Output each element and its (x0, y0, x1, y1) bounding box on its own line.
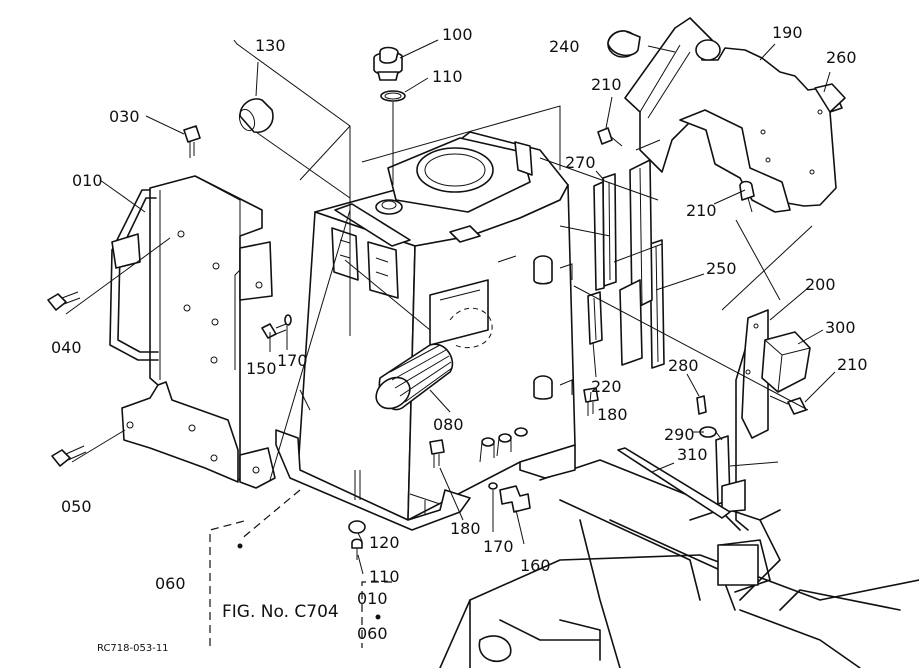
label-180-lower: 180 (450, 519, 481, 538)
leader-lines (65, 39, 836, 648)
figure-number: FIG. No. C704 (222, 602, 339, 622)
part-labels: 030 010 040 050 130 100 110 150 170 080 … (51, 23, 868, 654)
fasteners-drawing (47, 46, 599, 560)
label-240: 250 (706, 259, 737, 278)
label-210-top: 210 (591, 75, 622, 94)
label-290: 300 (825, 318, 856, 337)
label-230: 240 (549, 37, 580, 56)
label-060: 060 (155, 574, 186, 593)
group-ref-top: 010 (357, 589, 388, 608)
label-300: 310 (677, 445, 708, 464)
label-150: 150 (246, 359, 277, 378)
group-ref-bottom: 060 (357, 624, 388, 643)
label-030: 030 (109, 107, 140, 126)
label-170-left: 170 (277, 351, 308, 370)
floor-frame-drawing (439, 459, 919, 668)
label-210-mid: 210 (686, 201, 717, 220)
label-100: 110 (432, 67, 463, 86)
label-010: 010 (72, 171, 103, 190)
label-270: 280 (668, 356, 699, 375)
fuel-tank-drawing (275, 131, 576, 531)
label-210-bottom: 210 (837, 355, 868, 374)
label-250: 260 (826, 48, 857, 67)
left-frame-drawing (109, 175, 276, 489)
label-200: 200 (805, 275, 836, 294)
reference-code: RC718-053-11 (97, 643, 169, 654)
label-190: 190 (772, 23, 803, 42)
label-220: 220 (591, 377, 622, 396)
label-110-text: 110 (369, 567, 400, 586)
label-280: 290 (664, 425, 695, 444)
label-180-right: 180 (597, 405, 628, 424)
label-080: 080 (433, 415, 464, 434)
label-170-lower: 170 (483, 537, 514, 556)
label-260: 270 (565, 153, 596, 172)
label-040: 040 (51, 338, 82, 357)
label-130: 130 (255, 36, 286, 55)
label-160: 160 (520, 556, 551, 575)
label-090: 100 (442, 25, 473, 44)
label-120: 120 (369, 533, 400, 552)
label-050: 050 (61, 497, 92, 516)
